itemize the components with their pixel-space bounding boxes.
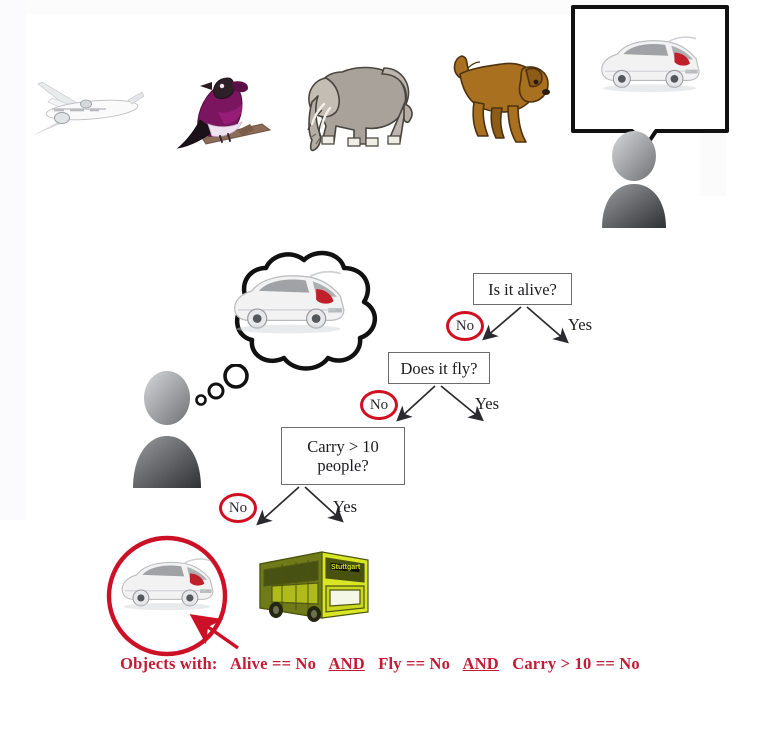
elephant-icon bbox=[307, 66, 413, 152]
caption-conjunction-1: AND bbox=[328, 654, 365, 673]
edge-label-yes-capacity: Yes bbox=[333, 497, 358, 516]
no-label-text: No bbox=[228, 499, 248, 516]
edge-label-no-alive: No bbox=[446, 311, 484, 341]
caption-clause-3: Carry > 10 == No bbox=[512, 654, 640, 673]
top-object-row bbox=[0, 0, 760, 228]
bus-icon-leaf: Stuttgart bbox=[259, 551, 369, 622]
edge-label-no-fly: No bbox=[360, 390, 398, 420]
page-band-left bbox=[0, 0, 26, 520]
caption-prefix: Objects with: bbox=[120, 654, 218, 673]
edge-label-yes-fly: Yes bbox=[475, 394, 500, 413]
highlight-pointer-arrow bbox=[189, 614, 239, 650]
edge-label-no-capacity: No bbox=[219, 493, 257, 523]
node-capacity-box[interactable]: Carry > 10 people? bbox=[281, 427, 405, 485]
thought-bubble-trail bbox=[195, 364, 249, 406]
edge-label-yes-alive: Yes bbox=[568, 315, 593, 334]
node-capacity-question-line2: people? bbox=[317, 456, 369, 475]
node-fly-question: Does it fly? bbox=[400, 358, 478, 378]
person-avatar-top bbox=[602, 131, 666, 228]
node-alive-question: Is it alive? bbox=[488, 279, 557, 299]
speech-panel bbox=[570, 4, 730, 154]
car-icon-thought bbox=[234, 270, 345, 334]
bird-icon bbox=[176, 77, 272, 149]
airplane-icon bbox=[32, 81, 145, 136]
dog-icon bbox=[453, 55, 550, 143]
node-capacity-question-line1: Carry > 10 bbox=[307, 437, 379, 456]
node-alive-box[interactable]: Is it alive? bbox=[473, 273, 572, 305]
caption-clause-1: Alive == No bbox=[230, 654, 317, 673]
car-icon-leaf bbox=[121, 558, 214, 611]
caption-conjunction-2: AND bbox=[462, 654, 499, 673]
figure-caption: Objects with: Alive == No AND Fly == No … bbox=[0, 654, 760, 674]
page-band-top bbox=[26, 0, 726, 14]
car-icon-panel bbox=[601, 36, 700, 93]
bus-destination-sign: Stuttgart bbox=[331, 564, 361, 571]
no-label-text: No bbox=[455, 317, 475, 334]
leaf-car-highlight-circle bbox=[106, 535, 228, 657]
person-avatar-tree bbox=[133, 371, 201, 488]
no-label-text: No bbox=[369, 396, 389, 413]
node-fly-box[interactable]: Does it fly? bbox=[388, 352, 490, 384]
caption-clause-2: Fly == No bbox=[378, 654, 451, 673]
